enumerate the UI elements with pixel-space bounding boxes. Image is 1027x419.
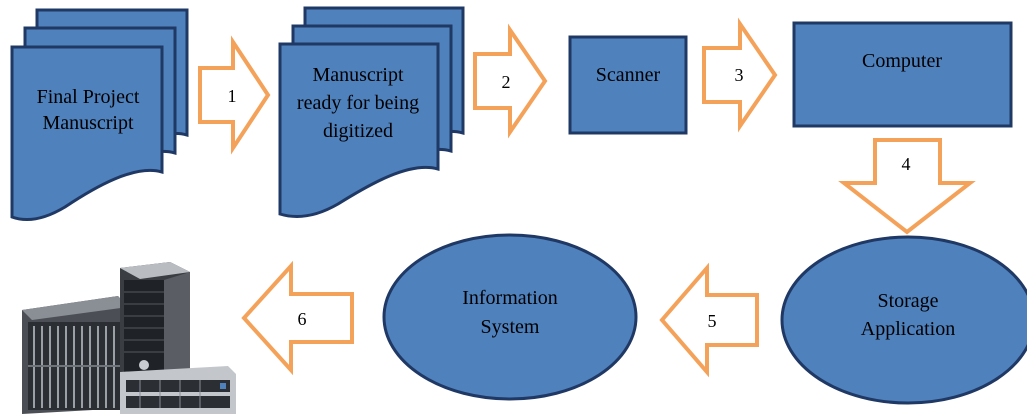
step-1-arrow: 1: [198, 35, 271, 155]
final-manuscript-node: Final Project Manuscript: [10, 8, 189, 222]
step-6-arrow: 6: [241, 260, 354, 376]
step-4-arrow: 4: [838, 138, 976, 235]
information-system-node: Information System: [382, 233, 638, 401]
storage-application-label-line-2: Application: [861, 318, 955, 340]
server-rack-icon: [22, 262, 236, 414]
scanner-node: Scanner: [568, 35, 688, 135]
step-6-label: 6: [298, 309, 307, 329]
step-3-label: 3: [735, 65, 744, 85]
computer-label: Computer: [862, 50, 942, 72]
scanner-label: Scanner: [596, 64, 661, 86]
manuscript-ready-label-line-3: digitized: [323, 120, 393, 142]
computer-node: Computer: [792, 21, 1013, 128]
manuscript-ready-label-line-1: Manuscript: [312, 64, 404, 86]
step-5-label: 5: [708, 311, 717, 331]
information-system-label-line-2: System: [481, 316, 540, 338]
information-system-label-line-1: Information: [462, 287, 558, 309]
storage-application-label-line-1: Storage: [877, 290, 938, 312]
step-4-label: 4: [902, 154, 911, 174]
final-manuscript-label-line-2: Manuscript: [42, 112, 134, 134]
step-3-arrow: 3: [702, 17, 778, 133]
final-manuscript-label-line-1: Final Project: [37, 86, 140, 108]
step-2-label: 2: [502, 72, 511, 92]
manuscript-ready-label-line-2: ready for being: [297, 92, 419, 114]
step-2-arrow: 2: [473, 23, 548, 139]
step-1-label: 1: [228, 86, 237, 106]
storage-application-node: Storage Application: [780, 235, 1027, 405]
step-5-arrow: 5: [659, 262, 759, 378]
manuscript-ready-node: Manuscript ready for being digitized: [278, 6, 465, 219]
